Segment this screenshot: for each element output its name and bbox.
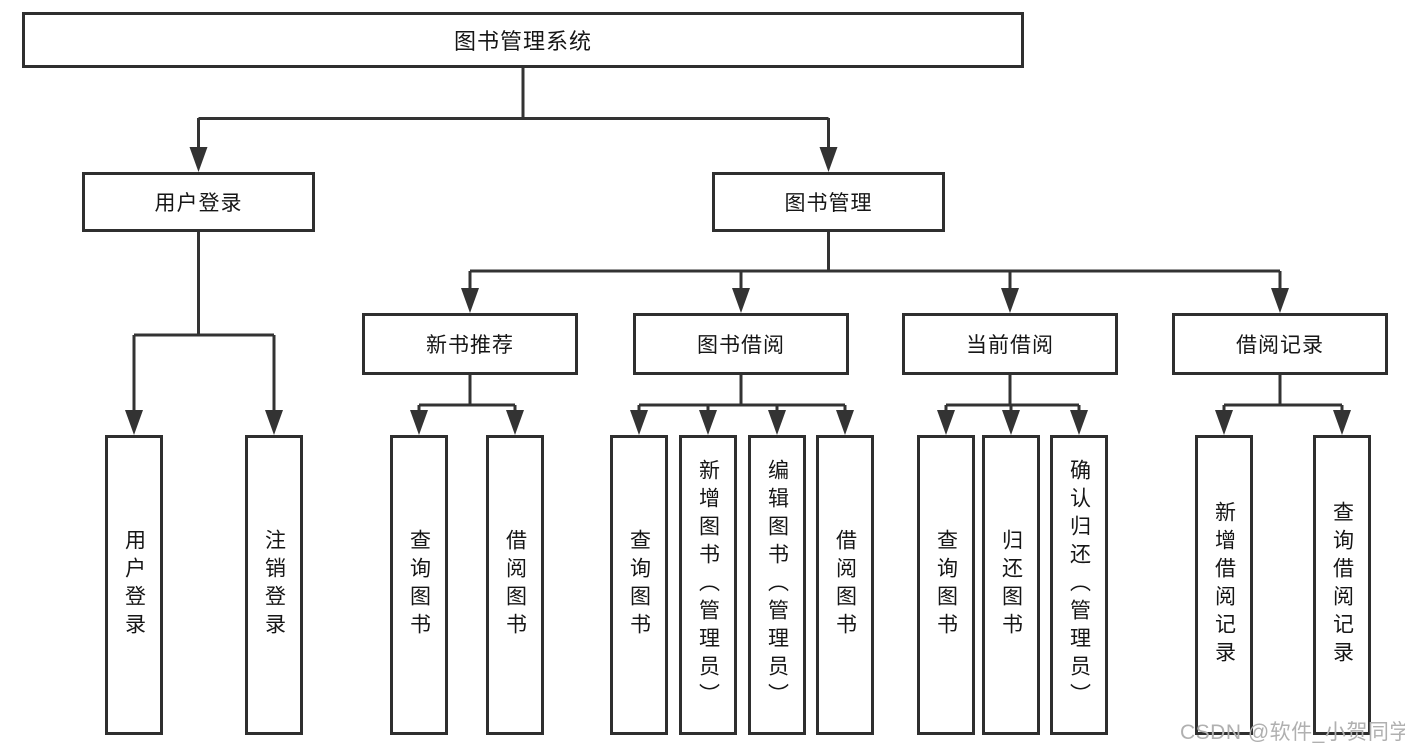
node-current-borrow: 当前借阅 bbox=[902, 313, 1118, 375]
node-root: 图书管理系统 bbox=[22, 12, 1024, 68]
leaf-confirm-return-admin: 确认归还（管理员） bbox=[1050, 435, 1108, 735]
connector-arrowhead bbox=[1271, 288, 1289, 313]
leaf-borrow-book-recommend: 借阅图书 bbox=[486, 435, 544, 735]
leaf-edit-book-admin: 编辑图书（管理员） bbox=[748, 435, 806, 735]
connector-arrowhead bbox=[699, 410, 717, 435]
leaf-add-borrow-record: 新增借阅记录 bbox=[1195, 435, 1253, 735]
connector-arrowhead bbox=[937, 410, 955, 435]
leaf-return-book: 归还图书 bbox=[982, 435, 1040, 735]
connector-arrowhead bbox=[1333, 410, 1351, 435]
connector-arrowheads bbox=[125, 147, 1351, 435]
node-user-login: 用户登录 bbox=[82, 172, 315, 232]
connector-arrowhead bbox=[189, 147, 208, 172]
leaf-add-book-admin: 新增图书（管理员） bbox=[679, 435, 737, 735]
leaf-query-borrow-record: 查询借阅记录 bbox=[1313, 435, 1371, 735]
connector-arrowhead bbox=[768, 410, 786, 435]
connector-arrowhead bbox=[1215, 410, 1233, 435]
connector-arrowhead bbox=[1070, 410, 1088, 435]
connector-arrowhead bbox=[125, 410, 143, 435]
node-new-book-recommend: 新书推荐 bbox=[362, 313, 578, 375]
connector-path bbox=[132, 68, 1344, 415]
connector-arrowhead bbox=[630, 410, 648, 435]
connector-arrowhead bbox=[461, 288, 479, 313]
connector-arrowhead bbox=[1001, 288, 1019, 313]
connector-arrowhead bbox=[732, 288, 750, 313]
connector-arrowhead bbox=[506, 410, 524, 435]
connector-arrowhead bbox=[836, 410, 854, 435]
leaf-user-login: 用户登录 bbox=[105, 435, 163, 735]
node-book-management: 图书管理 bbox=[712, 172, 945, 232]
leaf-logout-login: 注销登录 bbox=[245, 435, 303, 735]
connector-arrowhead bbox=[265, 410, 283, 435]
node-borrow-records: 借阅记录 bbox=[1172, 313, 1388, 375]
connector-arrowhead bbox=[819, 147, 838, 172]
connector-arrowhead bbox=[410, 410, 428, 435]
leaf-query-book-borrow: 查询图书 bbox=[610, 435, 668, 735]
node-book-borrow: 图书借阅 bbox=[633, 313, 849, 375]
watermark: CSDN @软件_小贺同学 bbox=[1180, 721, 1405, 744]
leaf-query-book-current: 查询图书 bbox=[917, 435, 975, 735]
connector-arrowhead bbox=[1002, 410, 1020, 435]
leaf-borrow-book: 借阅图书 bbox=[816, 435, 874, 735]
leaf-query-book-recommend: 查询图书 bbox=[390, 435, 448, 735]
